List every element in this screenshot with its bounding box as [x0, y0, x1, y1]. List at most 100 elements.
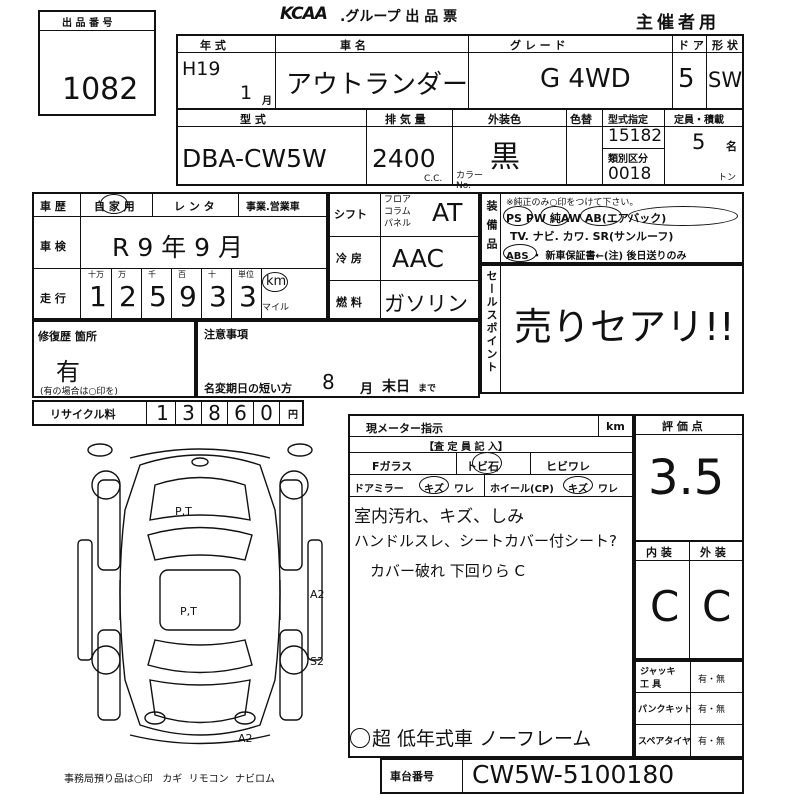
- sales-point-box: [480, 264, 744, 394]
- model-value: DBA-CW5W: [182, 144, 327, 173]
- mileage-unit-label: 単位: [238, 270, 254, 279]
- equipment-line3: ABS ・ 新車保証書←(注) 後日送りのみ: [506, 251, 687, 262]
- col-line: [452, 108, 453, 186]
- model-label: 型 式: [240, 113, 266, 126]
- spare-opt: 有・無: [698, 737, 726, 747]
- mileage-unit-label: 百: [178, 270, 186, 279]
- office-note: 事務局預り品は○印 カギ リモコン ナビロム: [64, 774, 275, 785]
- score-col: [689, 540, 690, 660]
- jack-opt: 有・無: [698, 675, 726, 685]
- fuel-label: 燃 料: [336, 296, 362, 309]
- history-label: 車 歴: [40, 200, 66, 213]
- deadline-month: 8: [322, 370, 335, 394]
- history-table: [32, 192, 328, 320]
- tools-box: [634, 660, 744, 758]
- interior-grade: C: [650, 582, 680, 631]
- ab-circle: [628, 206, 738, 226]
- year-era: H19: [182, 58, 221, 80]
- inspector-footer: 超 低年式車 ノーフレーム: [372, 728, 592, 750]
- type-designation-label: 型式指定: [608, 115, 648, 126]
- inspection-label: 車 検: [40, 240, 66, 253]
- inspector-box: [348, 414, 634, 758]
- crack-label: ヒビワレ: [546, 460, 590, 473]
- inspector-comment-2: ハンドルスレ、シートカバー付シート?: [354, 532, 617, 550]
- aw-circle: [580, 206, 622, 226]
- col-line: [275, 34, 276, 108]
- mileage-digit: 5: [149, 280, 167, 313]
- tools-line: [634, 692, 744, 693]
- year-month: 1: [240, 82, 253, 104]
- color-value: 黒: [490, 140, 520, 175]
- diagram-mark-hood: P,T: [175, 505, 192, 518]
- header-role: 主催者用: [636, 13, 720, 33]
- chassis-col: [462, 758, 463, 794]
- tools-line: [634, 724, 744, 725]
- chassis-value: CW5W-5100180: [472, 760, 675, 789]
- mileage-label: 走 行: [40, 292, 66, 305]
- ton-unit: トン: [718, 173, 737, 183]
- repair-value: 有: [56, 358, 80, 386]
- repair-box: [32, 320, 196, 398]
- sales-point-label: セールスポイント: [485, 270, 498, 374]
- shift-options: フロア コラム パネル: [384, 195, 412, 229]
- col-line: [602, 108, 603, 186]
- sales-col: [500, 264, 501, 394]
- fuel-value: ガソリン: [384, 292, 468, 316]
- wheel-label: ホイール(CP): [490, 484, 554, 495]
- puncture-label: パンクキット: [638, 705, 693, 715]
- insp-line: [348, 496, 634, 497]
- interior-label: 内 装: [646, 546, 672, 559]
- mileage-unit-label: 千: [148, 270, 156, 279]
- spec-line: [328, 280, 480, 281]
- history-opt-business: 事業.営業車: [246, 202, 300, 213]
- spec-col: [380, 192, 381, 320]
- paint-change-label: 色替: [570, 113, 592, 126]
- deadline-end: 末日: [382, 379, 410, 395]
- footer-circle: [350, 728, 370, 748]
- km-circle: [262, 272, 288, 292]
- mirror-label: ドアミラー: [354, 484, 404, 495]
- shift-value: AT: [432, 198, 463, 227]
- color-label: 外装色: [488, 113, 521, 126]
- chassis-box: [380, 758, 744, 794]
- inspector-comment-3: カバー破れ 下回りら C: [370, 562, 526, 580]
- type-designation-value: 15182: [608, 126, 663, 146]
- jack-label: ジャッキ 工 具: [640, 667, 676, 690]
- ac-value: AAC: [392, 244, 444, 273]
- capacity-label: 定員・積載: [674, 115, 724, 126]
- grade-value: G 4WD: [540, 64, 631, 94]
- equipment-label: 装 備 品: [485, 200, 498, 251]
- insp-col: [456, 452, 457, 474]
- score-line: [634, 434, 744, 435]
- recycle-box: [32, 400, 304, 426]
- class-value: 0018: [608, 164, 652, 184]
- spec-table: [328, 192, 480, 320]
- mirror-crack: ワレ: [454, 484, 474, 495]
- ac-label: 冷 房: [336, 252, 362, 265]
- recycle-yen: 円: [288, 410, 298, 421]
- abs-circle: [503, 244, 537, 262]
- equip-col: [500, 192, 501, 264]
- displacement-value: 2400: [372, 144, 436, 173]
- ps-circle: [503, 206, 533, 226]
- mirror-scratch-circle: [419, 476, 449, 494]
- doors-value: 5: [678, 64, 695, 94]
- inspector-comment-1: 室内汚れ、キズ、しみ: [354, 507, 525, 527]
- header-title: .グループ 出 品 票: [340, 9, 458, 25]
- score-value: 3.5: [648, 450, 725, 506]
- hist-line: [32, 268, 328, 269]
- mileage-digit: 3: [239, 280, 257, 313]
- vehicle-name: アウトランダー: [286, 70, 469, 100]
- year-label: 年 式: [200, 39, 226, 52]
- class-label: 類別区分: [608, 154, 648, 165]
- recycle-label: リサイクル料: [50, 408, 116, 421]
- notes-box: [196, 320, 480, 398]
- diagram-mark-roof: P,T: [180, 605, 197, 618]
- diagram-mark-a2-rear: A2: [238, 732, 253, 745]
- insp-line: [348, 474, 634, 475]
- header-logo: KCAA: [280, 4, 328, 24]
- hist-col: [80, 192, 81, 320]
- doors-label: ド ア: [678, 39, 704, 52]
